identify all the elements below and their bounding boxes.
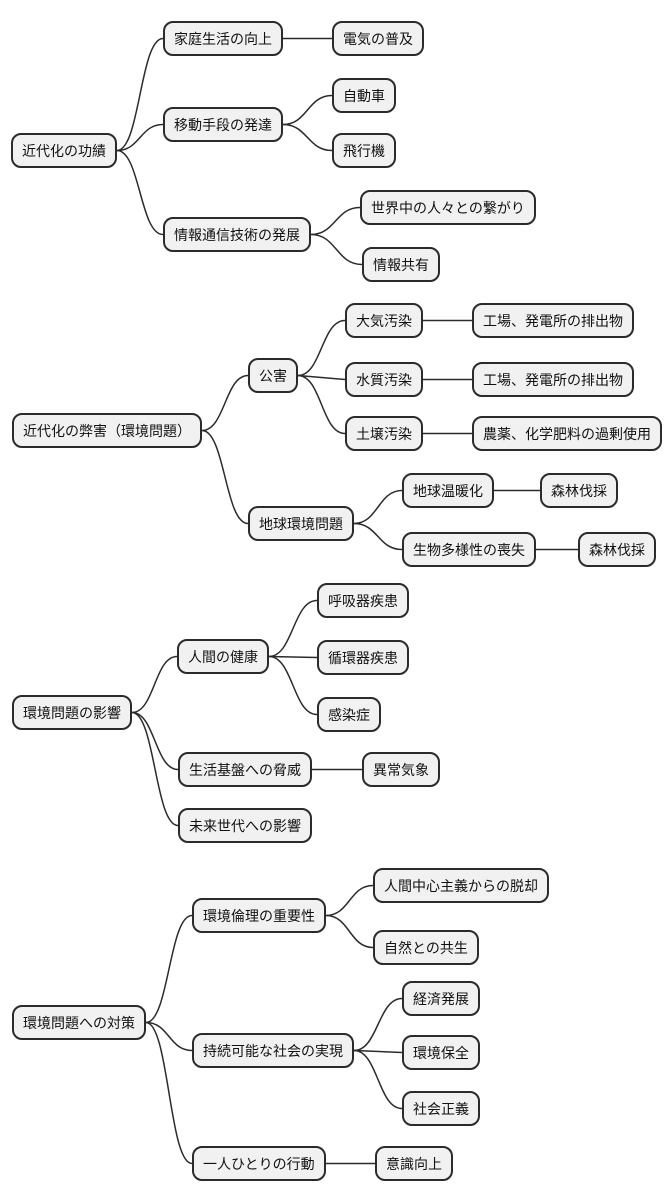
node-infectious-disease[interactable]: 感染症 xyxy=(317,697,381,732)
node-environmental-conservation[interactable]: 環境保全 xyxy=(402,1035,480,1070)
node-modernization-harms[interactable]: 近代化の弊害（環境問題） xyxy=(12,413,202,448)
node-future-generations-impact[interactable]: 未来世代への影響 xyxy=(178,808,312,843)
node-human-health[interactable]: 人間の健康 xyxy=(177,639,269,674)
node-automobile[interactable]: 自動車 xyxy=(332,78,396,113)
node-airplane[interactable]: 飛行機 xyxy=(332,133,396,168)
node-environmental-ethics-importance[interactable]: 環境倫理の重要性 xyxy=(192,898,326,933)
node-economic-development[interactable]: 経済発展 xyxy=(402,981,480,1016)
node-transport-development[interactable]: 移動手段の発達 xyxy=(163,107,283,142)
node-global-environmental-issues[interactable]: 地球環境問題 xyxy=(248,506,354,541)
node-home-life-improvement[interactable]: 家庭生活の向上 xyxy=(163,21,283,56)
node-deforestation-1[interactable]: 森林伐採 xyxy=(540,473,618,508)
node-circulatory-disease[interactable]: 循環器疾患 xyxy=(317,640,409,675)
node-social-justice[interactable]: 社会正義 xyxy=(402,1091,480,1126)
node-modernization-achievements[interactable]: 近代化の功績 xyxy=(11,133,117,168)
node-information-sharing[interactable]: 情報共有 xyxy=(362,247,440,282)
node-ict-development[interactable]: 情報通信技術の発展 xyxy=(163,217,311,252)
node-global-connections[interactable]: 世界中の人々との繋がり xyxy=(360,190,536,225)
node-deforestation-2[interactable]: 森林伐採 xyxy=(578,532,656,567)
node-pollution[interactable]: 公害 xyxy=(248,358,298,393)
node-factory-power-plant-emissions-1[interactable]: 工場、発電所の排出物 xyxy=(472,303,634,338)
node-respiratory-disease[interactable]: 呼吸器疾患 xyxy=(317,583,409,618)
node-factory-power-plant-emissions-2[interactable]: 工場、発電所の排出物 xyxy=(472,362,634,397)
node-environmental-countermeasures[interactable]: 環境問題への対策 xyxy=(12,1005,146,1040)
node-soil-pollution[interactable]: 土壌汚染 xyxy=(345,416,423,451)
node-departure-from-anthropocentrism[interactable]: 人間中心主義からの脱却 xyxy=(373,868,549,903)
node-awareness-raising[interactable]: 意識向上 xyxy=(375,1146,453,1181)
node-water-pollution[interactable]: 水質汚染 xyxy=(345,362,423,397)
node-individual-action[interactable]: 一人ひとりの行動 xyxy=(192,1146,326,1181)
node-air-pollution[interactable]: 大気汚染 xyxy=(345,303,423,338)
node-coexistence-with-nature[interactable]: 自然との共生 xyxy=(373,930,479,965)
node-biodiversity-loss[interactable]: 生物多様性の喪失 xyxy=(402,532,536,567)
node-spread-of-electricity[interactable]: 電気の普及 xyxy=(332,21,424,56)
node-environmental-impact[interactable]: 環境問題の影響 xyxy=(12,695,132,730)
node-extreme-weather[interactable]: 異常気象 xyxy=(362,752,440,787)
node-pesticide-fertilizer-overuse[interactable]: 農薬、化学肥料の過剰使用 xyxy=(472,416,662,451)
node-global-warming[interactable]: 地球温暖化 xyxy=(402,473,494,508)
node-sustainable-society[interactable]: 持続可能な社会の実現 xyxy=(192,1033,354,1068)
node-threat-to-livelihood[interactable]: 生活基盤への脅威 xyxy=(178,752,312,787)
